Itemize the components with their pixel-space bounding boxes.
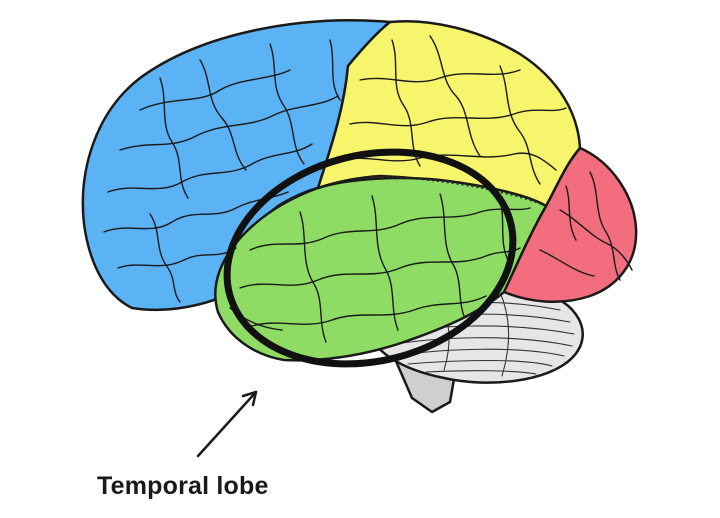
highlight-ring xyxy=(223,148,517,368)
gyri-lines xyxy=(103,35,633,343)
temporal-lobe-label: Temporal lobe xyxy=(97,472,269,500)
pointer-arrow xyxy=(196,390,258,458)
lobe-boundary xyxy=(371,175,547,207)
